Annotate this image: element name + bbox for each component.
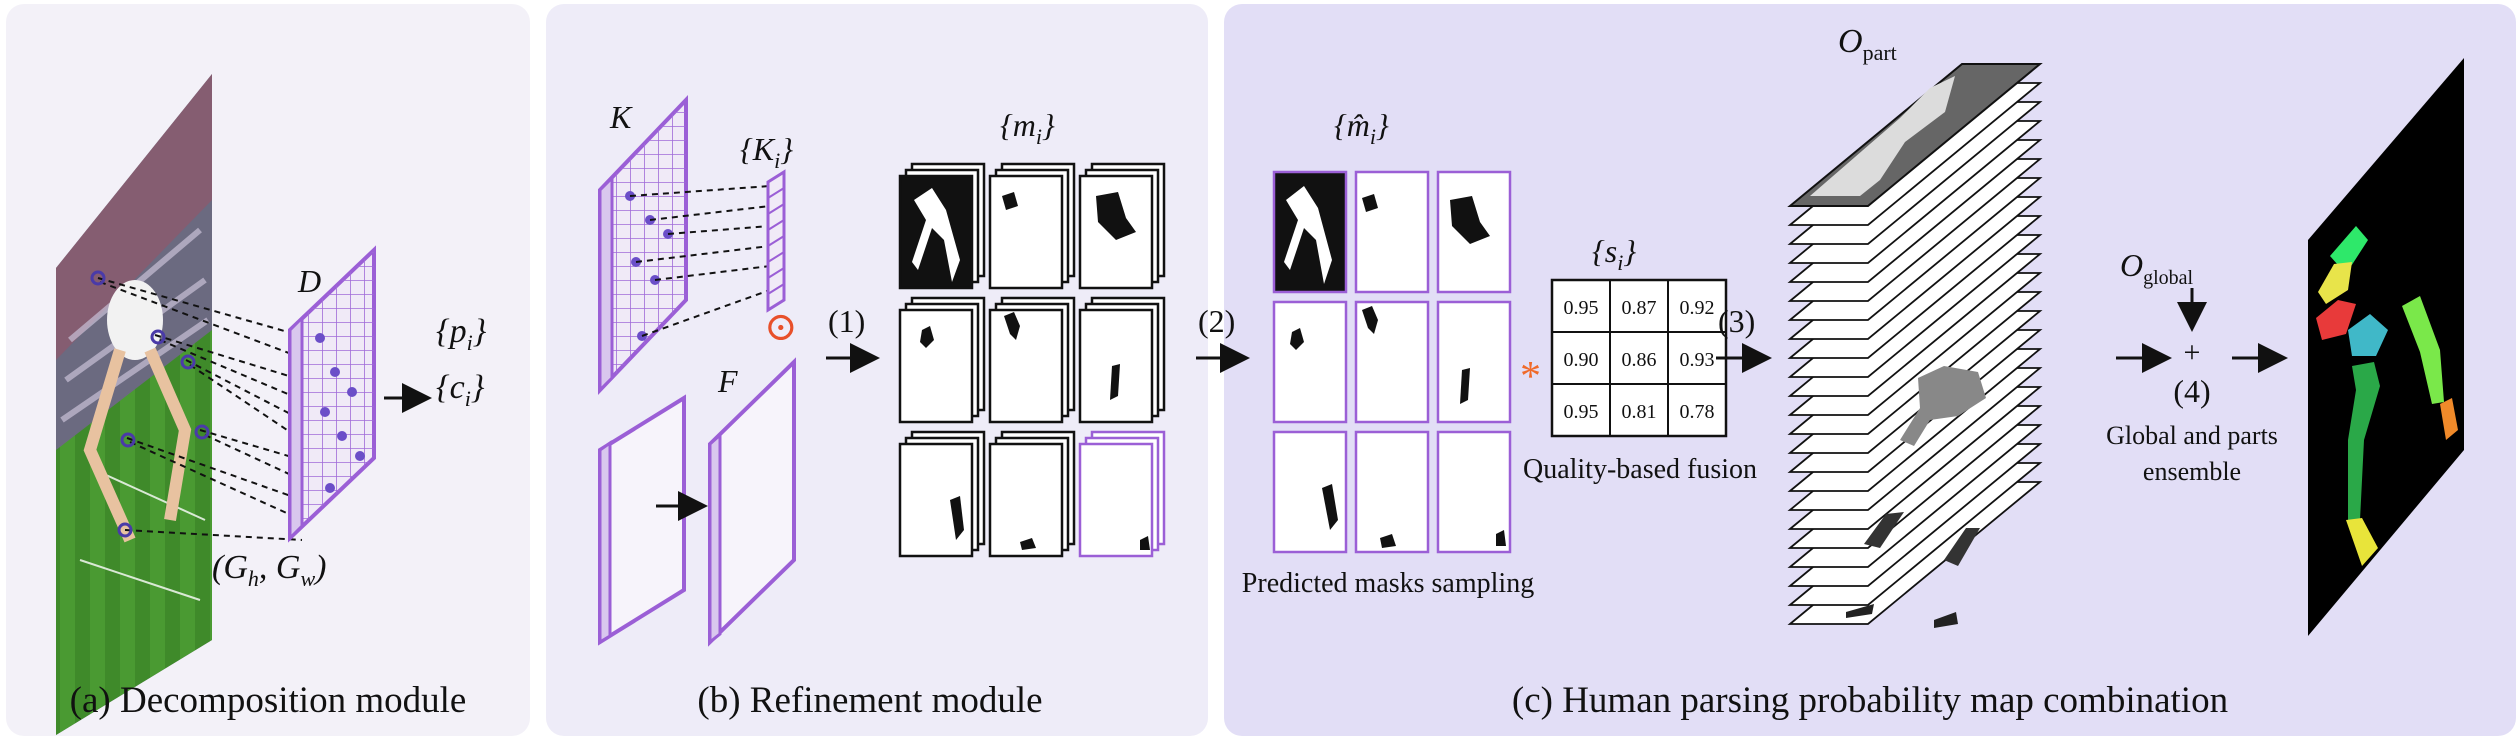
score-table: 0.95 0.87 0.92 0.90 0.86 0.93 0.95 0.81 … [1550, 278, 1728, 438]
label-Ki: {Ki} [740, 131, 793, 173]
score-cell: 0.78 [1680, 401, 1715, 423]
step-2-label: (2) [1198, 303, 1235, 339]
plus-operator: + [2184, 336, 2201, 369]
ensemble-label-line2: ensemble [2143, 457, 2241, 486]
feature-map-left [598, 394, 686, 646]
probability-map-stack [1787, 63, 2043, 628]
caption-b: (b) Refinement module [697, 680, 1042, 721]
label-pi: {pi} [436, 313, 487, 355]
decomposition-grid-D [288, 245, 376, 543]
lower-layer-shape-3 [1846, 604, 1874, 618]
input-photo [56, 74, 212, 735]
label-O-part: Opart [1838, 23, 1897, 65]
dashed-sample-lines [97, 277, 303, 541]
score-cell: 0.86 [1622, 349, 1657, 371]
quality-fusion-label: Quality-based fusion [1523, 454, 1757, 485]
score-cell: 0.81 [1622, 401, 1657, 423]
label-D: D [297, 263, 321, 299]
predicted-masks-sampling-label: Predicted masks sampling [1242, 568, 1534, 599]
step-3-label: (3) [1718, 303, 1755, 339]
mid-layer-shape [1900, 366, 1986, 446]
lower-layer-shape-1 [1864, 512, 1904, 548]
kernel-dashed-lines [629, 185, 771, 337]
ensemble-label-line1: Global and parts [2106, 421, 2278, 450]
final-parsing-result [2308, 58, 2464, 636]
score-cell: 0.90 [1564, 349, 1599, 371]
label-ci: {ci} [436, 369, 485, 411]
caption-c: (c) Human parsing probability map combin… [1512, 680, 2228, 721]
sampled-masks-grid [1272, 170, 1512, 554]
step-1-label: (1) [828, 303, 865, 339]
star-operator: * [1520, 354, 1541, 400]
label-G: (Gh, Gw) [212, 549, 326, 591]
label-si: {si} [1592, 233, 1636, 275]
odot-symbol: ⊙ [764, 304, 798, 349]
label-mhat: {m̂i} [1334, 107, 1389, 149]
kernel-grid-K [598, 95, 688, 395]
label-K: K [609, 99, 633, 135]
score-cell: 0.95 [1564, 297, 1599, 319]
caption-a: (a) Decomposition module [70, 680, 467, 721]
lower-layer-shape-4 [1934, 612, 1958, 628]
mask-stacks-mi [898, 162, 1166, 558]
step-4-label: (4) [2173, 373, 2210, 409]
score-cell: 0.95 [1564, 401, 1599, 423]
label-O-global: Oglobal [2120, 247, 2194, 289]
score-cell: 0.93 [1680, 349, 1715, 371]
sample-points [90, 270, 210, 538]
lower-layer-shape-2 [1944, 528, 1980, 566]
feature-map-F [708, 357, 796, 647]
top-layer-silhouette [1810, 76, 1955, 196]
kernel-vector-Ki [766, 169, 786, 313]
sampled-mask-shapes [1284, 186, 1506, 548]
score-cell: 0.92 [1680, 297, 1715, 319]
score-cell: 0.87 [1622, 297, 1657, 319]
label-F: F [717, 363, 738, 399]
mask-shapes-mi [912, 188, 1150, 550]
label-mi: {mi} [1000, 107, 1055, 149]
